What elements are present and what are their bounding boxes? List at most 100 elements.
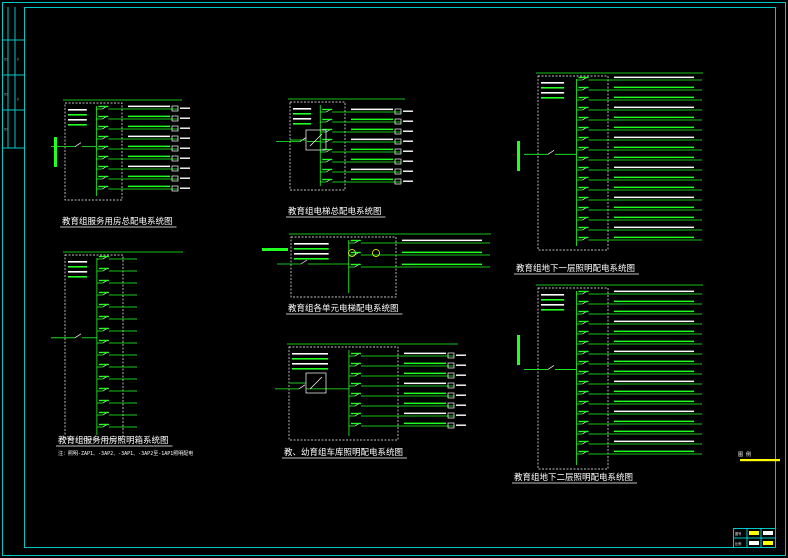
breaker-label: [98, 423, 109, 426]
title-block: 图号 比例: [733, 528, 776, 548]
load-name-text: [456, 374, 466, 376]
cable-spec-text: [404, 352, 446, 355]
branch-circuit: [320, 138, 413, 145]
breaker-label: [578, 290, 589, 293]
branch-circuit: [348, 352, 466, 359]
breaker-label: [578, 360, 589, 363]
breaker-label: [350, 402, 361, 405]
load-name-text: [180, 187, 190, 189]
cable-spec-text: [402, 263, 482, 266]
breaker-label: [578, 350, 589, 353]
breaker-label: [578, 410, 589, 413]
cable-spec-text: [614, 290, 694, 293]
breaker-spec-text: [294, 253, 329, 255]
breaker-label: [578, 300, 589, 303]
cable-spec-text: [614, 126, 694, 129]
breaker-spec-text: [68, 276, 88, 278]
breaker-spec-text: [292, 353, 328, 355]
cable-spec-text: [614, 450, 694, 453]
svg-text:图号: 图号: [735, 531, 741, 536]
branch-circuit: [576, 330, 702, 335]
load-name-text: [403, 120, 413, 122]
cable-spec-text: [351, 168, 393, 171]
cable-spec-text: [614, 156, 694, 159]
breaker-label: [578, 176, 589, 179]
branch-circuit: [96, 375, 137, 380]
breaker-label: [578, 146, 589, 149]
load-box-symbol: [394, 138, 402, 145]
cable-spec-text: [614, 350, 694, 353]
load-box-symbol: [447, 422, 455, 429]
load-box-symbol: [394, 158, 402, 165]
svg-text:□: □: [17, 97, 19, 101]
branch-circuit: [576, 146, 702, 151]
cable-spec-text: [128, 135, 170, 138]
breaker-label: [578, 206, 589, 209]
branch-circuit: [96, 411, 137, 416]
cable-spec-text: [614, 310, 694, 313]
branch-circuit: [348, 263, 490, 268]
breaker-label: [350, 422, 361, 425]
branch-circuit: [96, 145, 190, 152]
breaker-label: [350, 352, 361, 355]
branch-circuit: [96, 185, 190, 192]
branch-circuit: [576, 126, 702, 131]
incoming-cabinet-bar: [54, 137, 57, 167]
cable-spec-text: [614, 380, 694, 383]
branch-circuit: [576, 430, 702, 435]
branch-circuit: [96, 135, 190, 142]
cable-spec-text: [614, 340, 694, 343]
branch-circuit: [96, 387, 137, 392]
branch-circuit: [576, 300, 702, 305]
cable-spec-text: [614, 320, 694, 323]
cable-spec-text: [614, 400, 694, 403]
incoming-cabinet-bar: [517, 141, 520, 171]
breaker-label: [578, 156, 589, 159]
branch-circuit: [96, 155, 190, 162]
cable-spec-text: [404, 382, 446, 385]
breaker-spec-text: [68, 109, 87, 111]
cable-spec-text: [351, 148, 393, 151]
cable-spec-text: [402, 239, 482, 242]
branch-circuit: [96, 165, 190, 172]
diagram-title: 教育组电梯总配电系统图: [288, 206, 382, 217]
legend-swatch: [740, 459, 780, 462]
cable-spec-text: [402, 251, 482, 254]
breaker-label: [578, 420, 589, 423]
cable-spec-text: [614, 216, 694, 219]
load-name-text: [456, 384, 466, 386]
branch-circuit: [576, 106, 702, 111]
breaker-label: [578, 166, 589, 169]
breaker-spec-text: [293, 118, 312, 120]
cable-spec-text: [614, 206, 694, 209]
breaker-spec-text: [292, 358, 328, 360]
load-box-symbol: [171, 185, 179, 192]
breaker-label: [98, 411, 109, 414]
breaker-spec-text: [541, 97, 565, 99]
branch-circuit: [96, 267, 137, 272]
meter-symbol: [348, 249, 356, 257]
branch-circuit: [96, 279, 137, 284]
breaker-label: [578, 136, 589, 139]
breaker-spec-text: [68, 124, 87, 126]
load-name-text: [403, 180, 413, 182]
branch-circuit: [348, 362, 466, 369]
branch-circuit: [96, 351, 137, 356]
breaker-spec-text: [541, 309, 565, 311]
cable-spec-text: [614, 330, 694, 333]
branch-circuit: [96, 105, 190, 112]
distribution-box: [288, 346, 399, 441]
breaker-spec-text: [292, 363, 328, 365]
breaker-label: [322, 128, 333, 131]
branch-circuit: [576, 320, 702, 325]
branch-circuit: [576, 410, 702, 415]
cable-spec-text: [128, 165, 170, 168]
branch-circuit: [96, 255, 137, 260]
branch-circuit: [320, 148, 413, 155]
system-diagram-d7: 教育组地下二层照明配电系统图: [512, 284, 703, 484]
cable-spec-text: [351, 108, 393, 111]
breaker-label: [98, 105, 109, 108]
diagram-title: 教育组地下一层照明配电系统图: [516, 263, 635, 274]
